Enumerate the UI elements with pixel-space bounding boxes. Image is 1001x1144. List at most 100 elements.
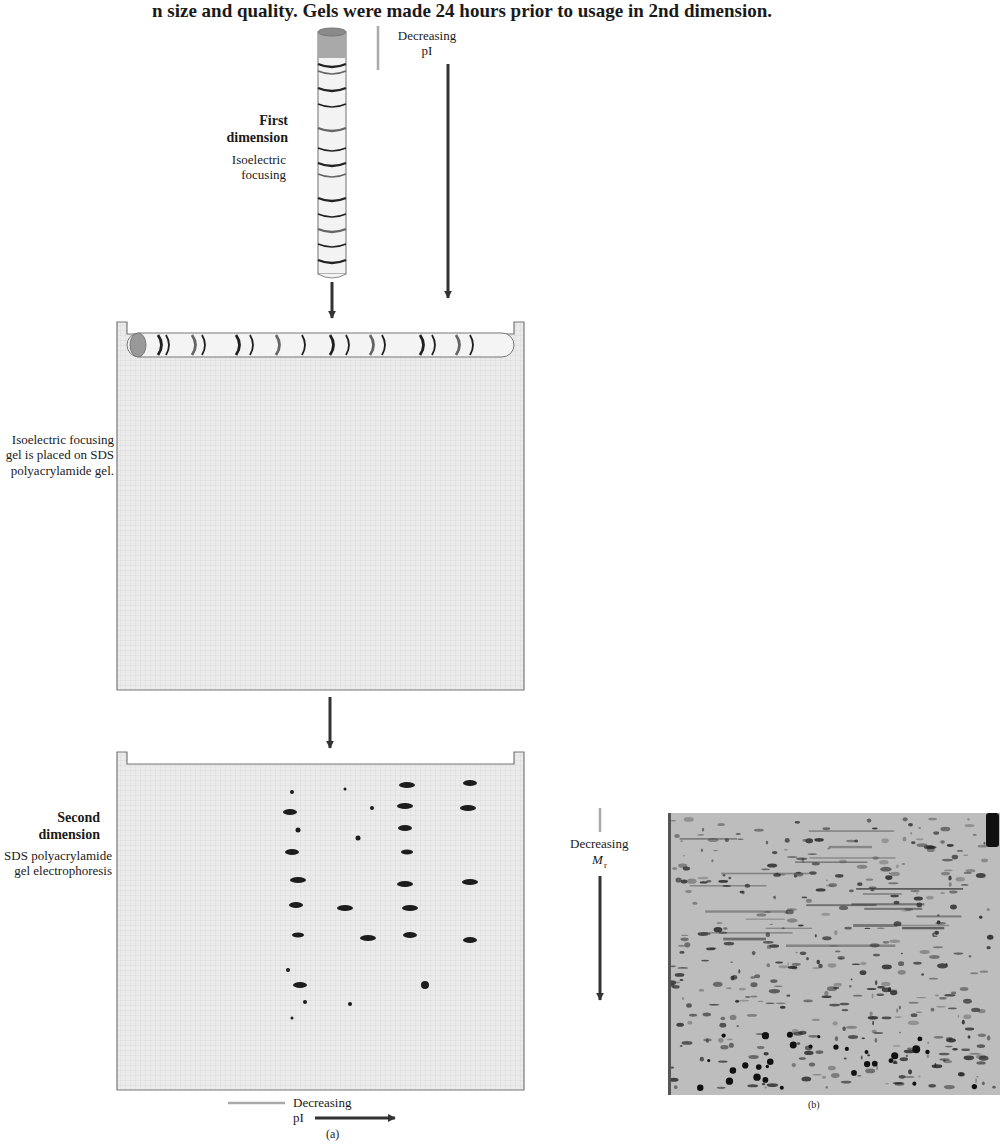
protein-spot (290, 877, 306, 883)
photo-spot (701, 849, 703, 852)
photo-spot (711, 859, 713, 862)
axis-symbol: M (592, 852, 606, 867)
photo-spot (679, 979, 683, 981)
tube-band (236, 335, 240, 355)
photo-spot (745, 996, 751, 998)
panel-letter: (b) (808, 1099, 828, 1111)
photo-spot (718, 1060, 728, 1062)
photo-spot (793, 1032, 803, 1036)
photo-spot (892, 1045, 900, 1046)
photo-spot (903, 817, 908, 821)
photo-spot (769, 989, 780, 994)
photo-spot (754, 974, 760, 978)
photo-spot (944, 1085, 955, 1089)
photo-spot (780, 1006, 786, 1009)
photo-spot (687, 1021, 692, 1025)
photo-spot (844, 1057, 847, 1059)
photo-spot (939, 1058, 950, 1060)
photo-dot (917, 1036, 922, 1041)
photo-spot (880, 867, 891, 872)
photo-spot (738, 969, 740, 973)
photo-spot (706, 880, 711, 882)
photo-spot (899, 1006, 901, 1010)
photo-spot (724, 942, 735, 946)
photo-spot (726, 987, 732, 989)
photo-spot (896, 864, 899, 868)
photo-spot (674, 834, 680, 838)
tube-band (318, 163, 346, 166)
tube-band (318, 229, 346, 232)
tube-band (318, 64, 346, 67)
tube-band (250, 335, 253, 355)
photo-spot (732, 975, 737, 980)
photo-spot (908, 1069, 912, 1074)
protein-spot (292, 933, 304, 938)
photo-spot (849, 985, 851, 988)
photo-spot (911, 1013, 918, 1017)
photo-spot (901, 863, 905, 865)
photo-spot (837, 956, 845, 960)
photo-spot (934, 1036, 944, 1039)
photo-spot (795, 821, 801, 824)
photo-spot (798, 925, 804, 927)
photo-spot (805, 1045, 812, 1050)
photo-spot (803, 1000, 812, 1003)
photo-spot (672, 867, 677, 870)
photo-spot (987, 1035, 990, 1040)
photo-spot (890, 872, 899, 876)
photo-spot (914, 896, 923, 900)
photo-spot (685, 890, 692, 893)
ief-gel-on-tray (127, 333, 514, 357)
photo-spot (739, 988, 746, 991)
tube-band (432, 335, 435, 355)
photo-spot (792, 967, 797, 970)
tube-band (346, 335, 349, 355)
direction-stem (599, 808, 602, 832)
step-label: SDS polyacrylamide gel electrophoresis (2, 848, 112, 879)
photo-spot (881, 838, 888, 843)
photo-streak (766, 928, 812, 929)
photo-spot (872, 994, 874, 999)
protein-spot (463, 937, 477, 943)
photo-spot (800, 951, 807, 954)
photo-spot (737, 1025, 739, 1027)
photo-spot (684, 817, 694, 822)
photo-spot (936, 1006, 946, 1007)
protein-spot (462, 879, 478, 885)
photo-spot (949, 891, 957, 894)
photo-spot (787, 962, 789, 965)
photo-spot (882, 1017, 892, 1020)
photo-spot (935, 995, 939, 997)
photo-spot (747, 1084, 758, 1087)
photo-spot (939, 1053, 950, 1056)
photo-spot (735, 833, 741, 834)
photo-spot (716, 922, 722, 924)
gel-photograph (668, 813, 1000, 1095)
photo-spot (968, 1035, 971, 1038)
photo-spot (765, 1003, 774, 1005)
photo-streak (856, 888, 963, 890)
photo-spot (890, 990, 897, 995)
tube-band (318, 128, 346, 131)
photo-spot (720, 1045, 728, 1049)
tube-band (318, 148, 346, 151)
panel-letter: (a) (326, 1127, 350, 1141)
photo-spot (931, 1008, 935, 1012)
photo-spot (867, 818, 872, 822)
photo-spot (910, 890, 919, 892)
photo-spot (804, 1051, 814, 1055)
photo-spot (714, 927, 723, 932)
photo-spot (769, 944, 779, 948)
photo-spot (898, 961, 904, 966)
photo-spot (896, 1008, 898, 1012)
photo-dot (845, 1047, 849, 1051)
photo-spot (833, 983, 842, 987)
photo-spot (703, 1013, 711, 1017)
photo-spot (751, 995, 757, 997)
photo-spot (801, 897, 807, 899)
photo-spot (905, 1076, 914, 1078)
photo-spot (853, 995, 862, 997)
photo-spot (866, 879, 873, 881)
photo-spot (682, 997, 684, 1000)
photo-spot (947, 844, 954, 847)
